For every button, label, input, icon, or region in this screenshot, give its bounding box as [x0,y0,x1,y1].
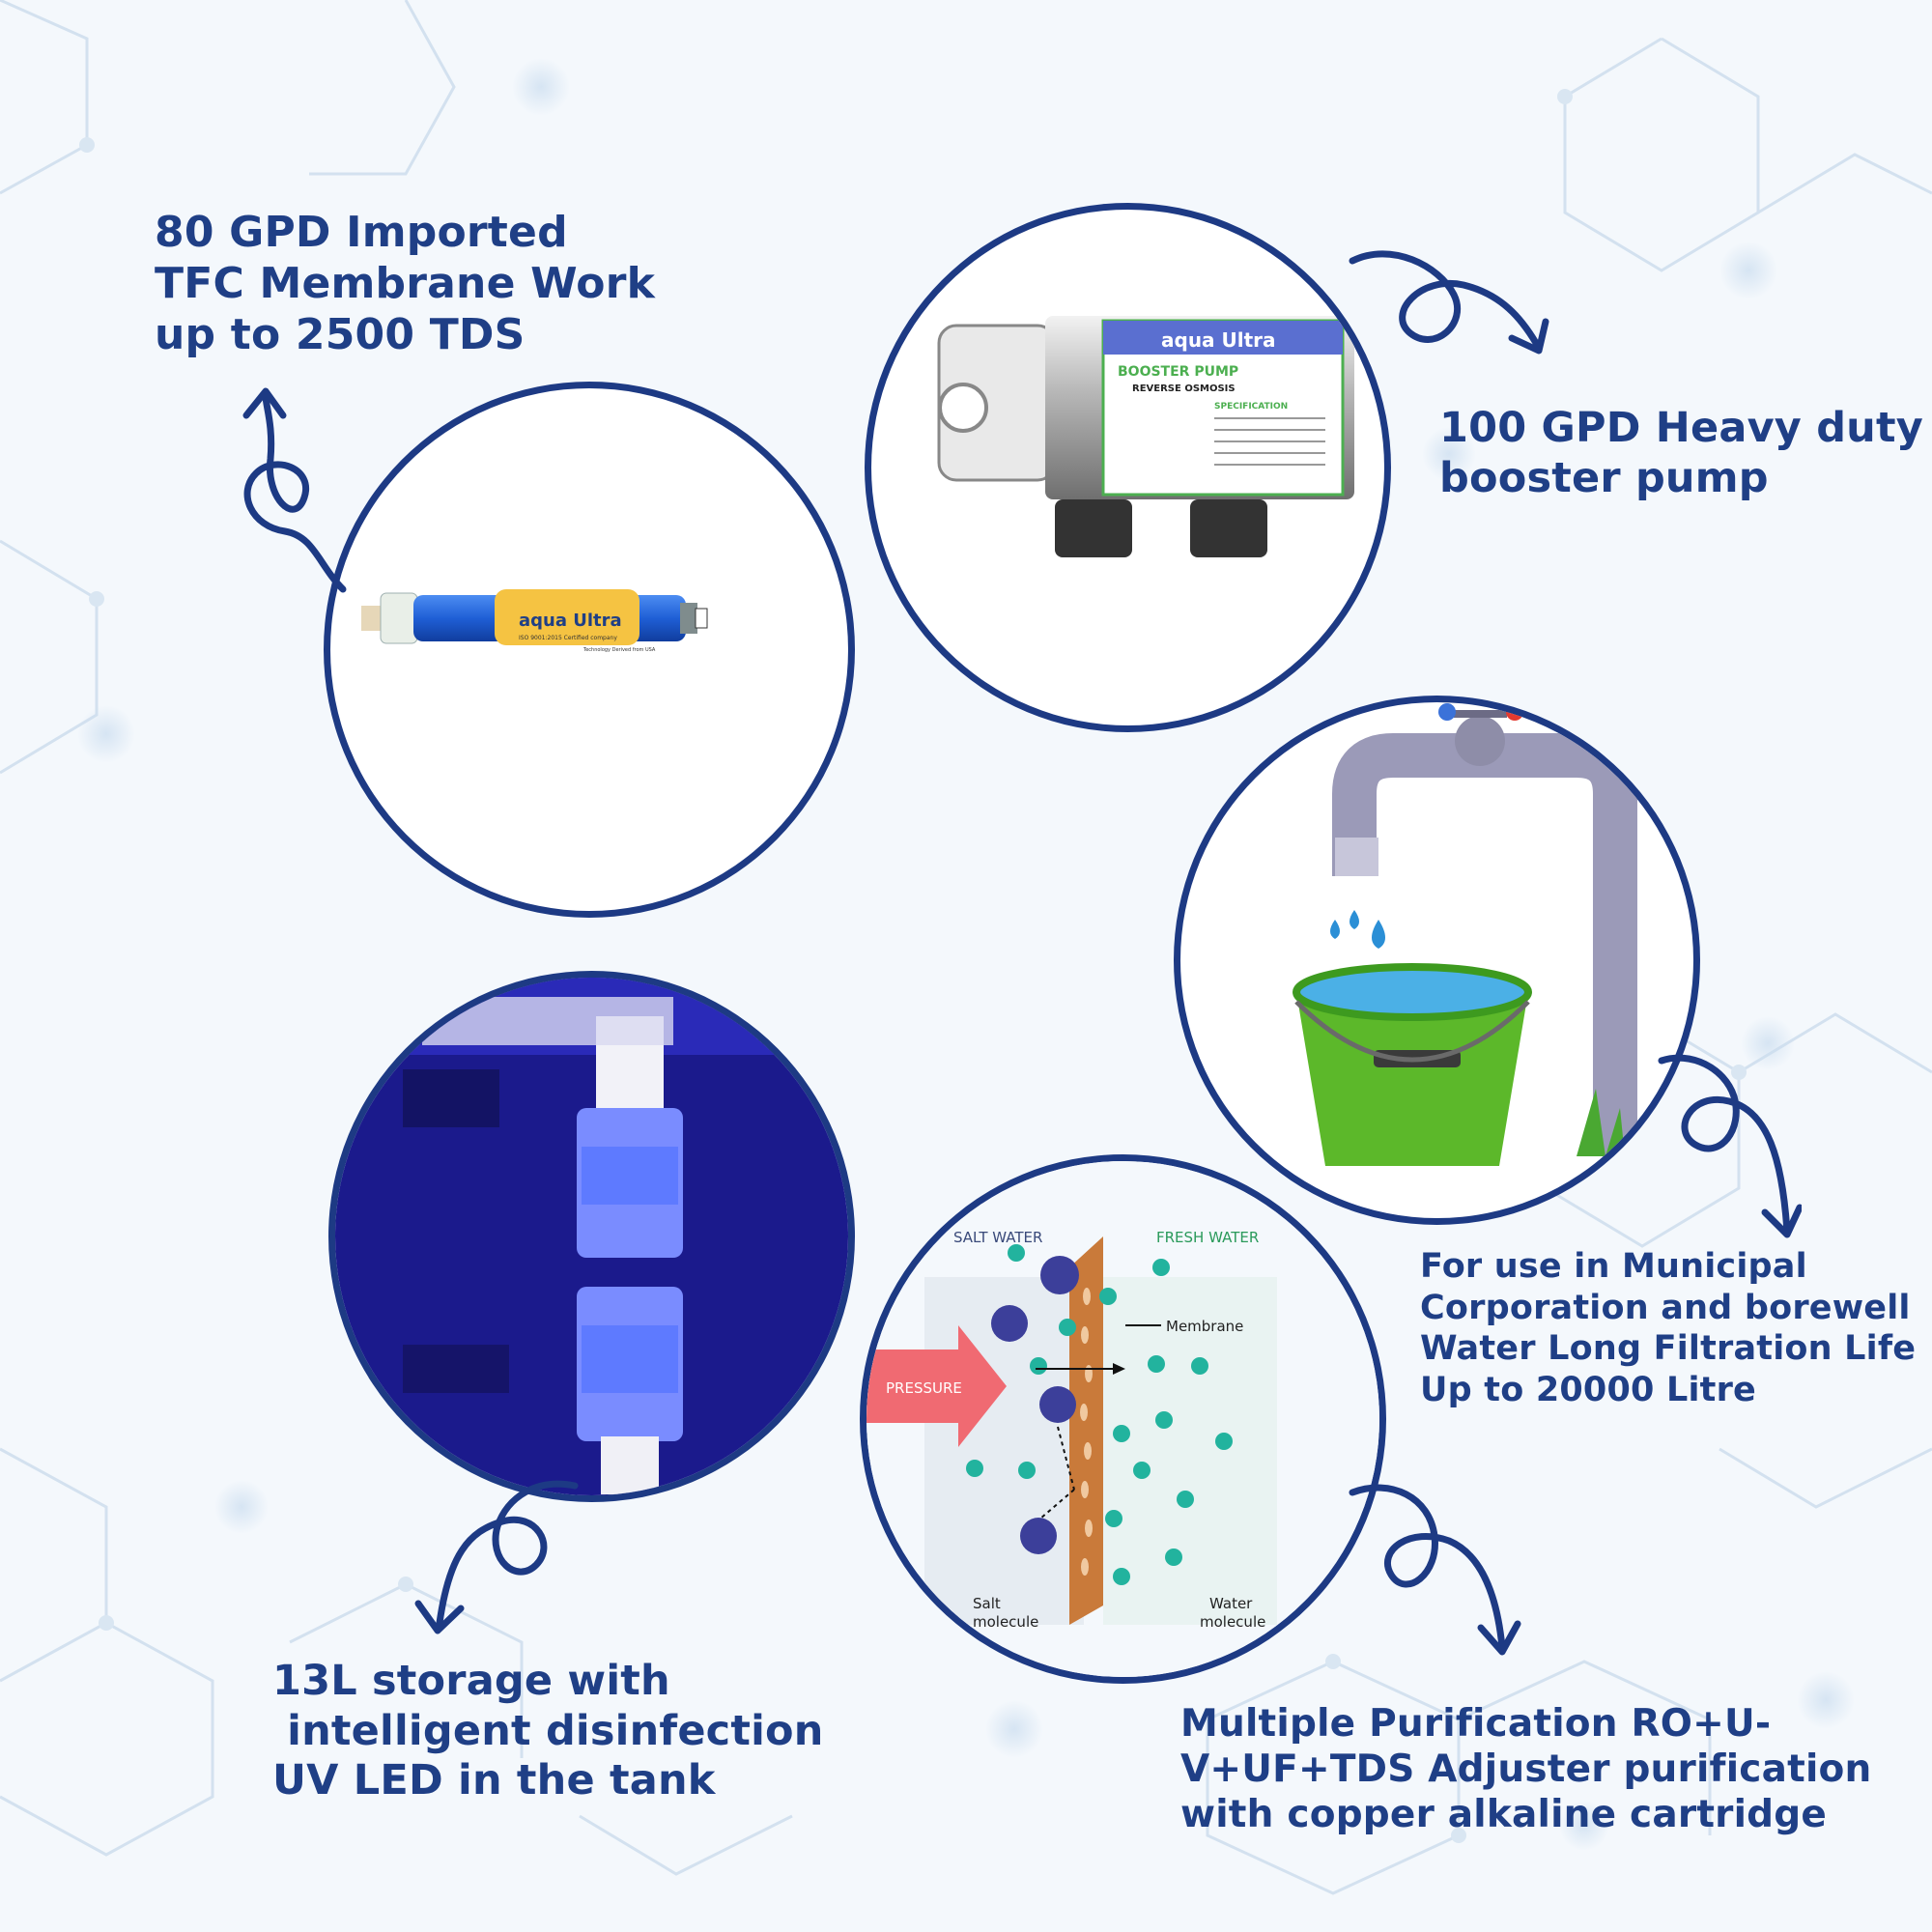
fresh-water-label: FRESH WATER [1156,1229,1259,1246]
purification-line-3: with copper alkaline cartridge [1180,1792,1828,1836]
purification-feature-text: Multiple Purification RO+U- V+UF+TDS Adj… [1180,1702,1871,1837]
membrane-origin-label: Technology Derived from USA [582,647,656,653]
pump-subtitle-label: REVERSE OSMOSIS [1132,384,1236,394]
salt-water-label: SALT WATER [953,1229,1042,1246]
booster-pump-icon: aqua Ultra BOOSTER PUMP REVERSE OSMOSIS … [937,316,1354,557]
municipal-feature-text: For use in Municipal Corporation and bor… [1420,1246,1916,1411]
uv-feature-text: 13L storage with intelligent disinfectio… [272,1657,824,1806]
membrane-line-3: up to 2500 TDS [155,309,526,359]
swirl-arrow-icon [1349,250,1549,355]
membrane-line-1: 80 GPD Imported [155,208,568,257]
purification-line-1: Multiple Purification RO+U- [1180,1702,1772,1746]
swirl-arrow-icon [242,387,347,593]
uv-circle [328,971,855,1502]
swirl-arrow-icon [1658,1054,1802,1238]
tap-bucket-circle [1174,696,1700,1225]
pump-line-1: 100 GPD Heavy duty [1439,404,1923,452]
swirl-arrow-icon [414,1480,579,1634]
ro-diagram-circle: SALT WATER FRESH WATER PRESSURE [860,1154,1386,1684]
swirl-arrow-icon [1349,1484,1521,1656]
membrane-cartridge-icon: aqua Ultra ISO 9001:2015 Certified compa… [361,589,708,653]
uv-line-3: UV LED in the tank [272,1756,716,1805]
pump-circle: aqua Ultra BOOSTER PUMP REVERSE OSMOSIS … [865,203,1391,732]
membrane-brand-label: aqua Ultra [519,611,622,631]
salt-molecule-label-2: molecule [973,1613,1038,1631]
pump-brand-label: aqua Ultra [1161,328,1276,352]
membrane-circle: aqua Ultra ISO 9001:2015 Certified compa… [324,382,855,918]
uv-line-1: 13L storage with [272,1657,670,1705]
membrane-feature-text: 80 GPD Imported TFC Membrane Work up to … [155,208,655,360]
tap-bucket-icon [1293,703,1637,1166]
water-molecule-label-1: Water [1209,1595,1253,1612]
water-molecule-label-2: molecule [1200,1613,1265,1631]
municipal-line-4: Up to 20000 Litre [1420,1371,1756,1410]
salt-molecule-label-1: Salt [973,1595,1001,1612]
ro-diagram-icon: SALT WATER FRESH WATER PRESSURE [867,1161,1379,1677]
pump-title-label: BOOSTER PUMP [1118,364,1238,380]
municipal-line-2: Corporation and borewell [1420,1288,1911,1327]
membrane-label: Membrane [1166,1318,1243,1335]
pump-line-2: booster pump [1439,453,1769,502]
uv-line-2: intelligent disinfection [272,1706,824,1755]
pump-feature-text: 100 GPD Heavy duty booster pump [1439,404,1923,503]
municipal-line-1: For use in Municipal [1420,1247,1807,1286]
pressure-label: PRESSURE [886,1379,962,1397]
membrane-cert-label: ISO 9001:2015 Certified company [519,635,617,641]
membrane-line-2: TFC Membrane Work [155,258,656,308]
municipal-line-3: Water Long Filtration Life [1420,1329,1917,1369]
pump-spec-label: SPECIFICATION [1214,402,1288,412]
uv-tank-icon [335,978,848,1495]
purification-line-2: V+UF+TDS Adjuster purification [1180,1747,1872,1791]
